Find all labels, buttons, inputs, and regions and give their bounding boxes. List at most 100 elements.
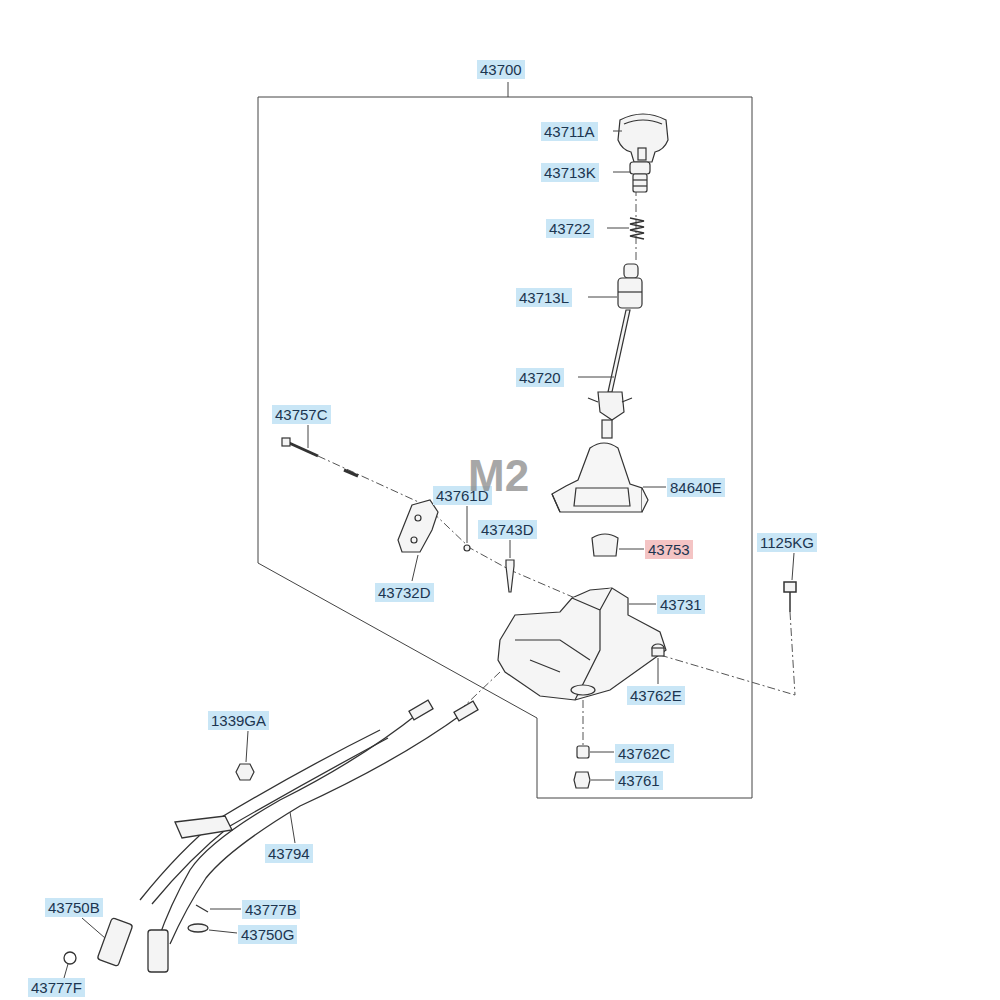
part-drawing [411, 537, 417, 543]
part-drawing [598, 392, 624, 420]
callout-number: 43700 [477, 60, 525, 79]
part-drawing [196, 905, 208, 912]
callout-number: 43753 [645, 540, 693, 559]
shift-knob [618, 114, 668, 162]
watermark: M2 [468, 453, 529, 499]
part-drawing [209, 930, 237, 933]
part-drawing [624, 120, 662, 124]
part-drawing [210, 909, 241, 910]
leader-lines [64, 131, 794, 978]
part-drawing [515, 640, 590, 672]
part-drawing [506, 560, 514, 592]
part-drawing [590, 752, 614, 753]
part-drawing [498, 588, 666, 700]
part-drawing [572, 588, 612, 700]
callout-number: 43731 [657, 595, 705, 614]
part-drawing [574, 772, 590, 788]
part-drawing [64, 952, 76, 964]
part-drawing [552, 443, 642, 512]
part-drawing [287, 442, 318, 456]
part-drawing [638, 148, 646, 160]
part-drawing [510, 540, 511, 558]
part-drawing [618, 278, 642, 308]
dash-lines [318, 160, 795, 748]
part-drawing [508, 82, 509, 97]
callout-number: 1125KG [757, 533, 817, 552]
part-drawing [607, 228, 629, 229]
part-drawing [652, 648, 664, 656]
lever-base [498, 588, 666, 700]
spring [630, 218, 644, 239]
shift-lever [588, 310, 632, 438]
part-drawing [140, 730, 380, 900]
knob-insert [630, 162, 650, 192]
callout-number: 43777F [28, 978, 85, 997]
part-drawing [633, 185, 647, 186]
part-drawing [308, 425, 309, 448]
callout-number: 43713L [516, 288, 572, 307]
part-drawing [630, 218, 644, 239]
part-drawing [591, 780, 614, 781]
callout-number: 43794 [265, 844, 313, 863]
part-drawing [467, 506, 468, 543]
callout-number: 43750G [238, 925, 297, 944]
part-drawing [643, 487, 666, 488]
part-drawing [613, 172, 630, 173]
part-drawing [633, 179, 647, 180]
part-drawing [619, 549, 644, 550]
lever-sleeve [618, 264, 642, 308]
part-drawing [608, 310, 630, 392]
assembly-bracket [258, 82, 752, 798]
callout-number: 43750B [45, 898, 103, 917]
part-drawing [592, 534, 618, 556]
part-drawing [574, 488, 630, 506]
callout-number: 43711A [541, 122, 598, 141]
pivot-bolt [282, 438, 358, 476]
part-drawing [64, 964, 68, 978]
part-drawing [618, 291, 642, 292]
part-drawing [246, 731, 248, 762]
part-drawing [282, 438, 290, 446]
part-drawing [613, 131, 622, 132]
callout-number: 43720 [516, 368, 564, 387]
part-drawing [409, 700, 433, 720]
part-drawing [454, 701, 478, 721]
callout-number: 43722 [546, 219, 594, 238]
callout-number: 1339GA [208, 711, 269, 730]
part-drawing [148, 930, 168, 972]
part-drawing [412, 555, 418, 581]
part-drawing [578, 377, 614, 378]
callout-number: 43777B [242, 900, 300, 919]
part-drawing [398, 500, 438, 552]
part-drawing [464, 545, 470, 551]
part-drawing [588, 297, 617, 298]
callout-number: 43732D [375, 583, 434, 602]
part-drawing [630, 162, 650, 174]
part-drawing [629, 604, 656, 605]
part-drawing [415, 515, 421, 521]
part-drawing [784, 582, 796, 612]
part-drawing [624, 264, 638, 278]
callout-number: 43713K [541, 163, 599, 182]
part-drawing [618, 114, 668, 162]
callout-number: 43761 [615, 771, 663, 790]
shift-boot [552, 443, 648, 512]
part-drawing [588, 398, 632, 402]
shift-cables [64, 700, 478, 972]
part-drawing [188, 924, 208, 932]
part-drawing [633, 174, 647, 192]
part-drawing [290, 812, 295, 843]
part-drawing [97, 918, 133, 967]
part-drawing [82, 918, 105, 938]
part-drawing [170, 712, 465, 944]
callout-number: 43762E [627, 686, 685, 705]
part-drawing [344, 470, 358, 476]
part-drawing [552, 488, 648, 512]
part-drawing [790, 612, 795, 695]
callout-number: 43762C [615, 744, 674, 763]
part-drawing [571, 685, 595, 695]
part-drawing [158, 712, 420, 940]
part-drawing [792, 553, 794, 580]
